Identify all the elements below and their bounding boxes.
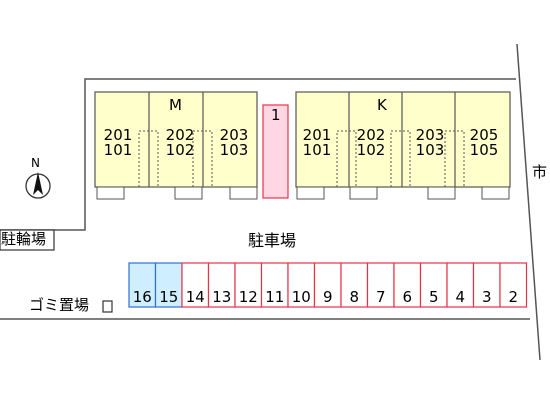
- unit-label: 202 102: [354, 128, 388, 158]
- building-k: [295, 91, 511, 200]
- unit-upper-number: 205: [469, 126, 499, 144]
- unit-upper-number: 202: [356, 126, 386, 144]
- pink-slot: [262, 104, 289, 199]
- unit-label: 203 103: [413, 128, 447, 158]
- unit-lower-number: 101: [103, 141, 133, 159]
- parking-space: [340, 262, 369, 308]
- parking-space-number: 7: [375, 288, 386, 306]
- stairs-outline: [444, 130, 465, 187]
- parking-space: [207, 262, 236, 308]
- parking-space: [313, 262, 342, 308]
- unit-label: 205 105: [467, 128, 501, 158]
- parking-space-number: 15: [159, 288, 179, 306]
- unit-lower-number: 101: [302, 141, 332, 159]
- parking-space: [234, 262, 263, 308]
- parking-space: [393, 262, 422, 308]
- parking-space-number: 4: [455, 288, 466, 306]
- parking-space-number: 6: [402, 288, 413, 306]
- parking-space-number: 5: [428, 288, 439, 306]
- parking-space-number: 3: [481, 288, 492, 306]
- parking-space-number: 16: [132, 288, 152, 306]
- unit-lower-number: 103: [415, 141, 445, 159]
- unit-label: 203 103: [217, 128, 251, 158]
- unit-label: 201 101: [300, 128, 334, 158]
- unit-upper-number: 203: [219, 126, 249, 144]
- stairs-outline: [336, 130, 357, 187]
- unit-upper-number: 201: [103, 126, 133, 144]
- balcony: [174, 186, 203, 200]
- parking-space-number: 9: [322, 288, 333, 306]
- parking-space: [287, 262, 316, 308]
- parking-space: [419, 262, 448, 308]
- parking-space-number: 11: [265, 288, 285, 306]
- bicycle-parking-label: 駐輪場: [1, 230, 47, 248]
- parking-space: [128, 262, 157, 308]
- bicycle-parking-frame: [0, 229, 55, 251]
- parking-space-number: 8: [349, 288, 360, 306]
- building-k-body: [295, 91, 511, 188]
- parking-space: [260, 262, 289, 308]
- parking-space-number: 14: [185, 288, 205, 306]
- unit-upper-number: 202: [165, 126, 195, 144]
- balcony: [296, 186, 325, 200]
- balcony: [427, 186, 456, 200]
- parking-lot-label: 駐車場: [248, 231, 297, 250]
- parking-space-number: 10: [291, 288, 311, 306]
- compass-north-label: N: [31, 156, 40, 170]
- compass-icon: [25, 172, 51, 199]
- garbage-area-label: ゴミ置場: [29, 296, 90, 314]
- building-m-label: M: [169, 96, 182, 114]
- balcony: [481, 186, 510, 200]
- balcony: [229, 186, 258, 200]
- unit-label: 201 101: [101, 128, 135, 158]
- parking-space: [154, 262, 183, 308]
- unit-lower-number: 105: [469, 141, 499, 159]
- building-k-label: K: [377, 96, 387, 114]
- stairs-outline: [138, 130, 159, 187]
- balcony: [96, 186, 125, 200]
- parking-space-number: 13: [212, 288, 232, 306]
- stairs-outline: [192, 130, 213, 187]
- building-m: [94, 91, 258, 200]
- parking-row: [128, 262, 528, 308]
- stairs-outline: [390, 130, 411, 187]
- city-road-label: 市: [532, 163, 548, 181]
- unit-lower-number: 103: [219, 141, 249, 159]
- pink-slot-label: 1: [271, 106, 281, 124]
- parking-space-number: 12: [238, 288, 258, 306]
- unit-label: 202 102: [163, 128, 197, 158]
- unit-upper-number: 203: [415, 126, 445, 144]
- unit-upper-number: 201: [302, 126, 332, 144]
- balcony: [349, 186, 378, 200]
- parking-space-number: 2: [508, 288, 519, 306]
- unit-lower-number: 102: [165, 141, 195, 159]
- road-line-right: [516, 43, 541, 361]
- garbage-box-icon: [102, 300, 113, 313]
- building-m-body: [94, 91, 258, 188]
- parking-space: [499, 262, 528, 308]
- unit-lower-number: 102: [356, 141, 386, 159]
